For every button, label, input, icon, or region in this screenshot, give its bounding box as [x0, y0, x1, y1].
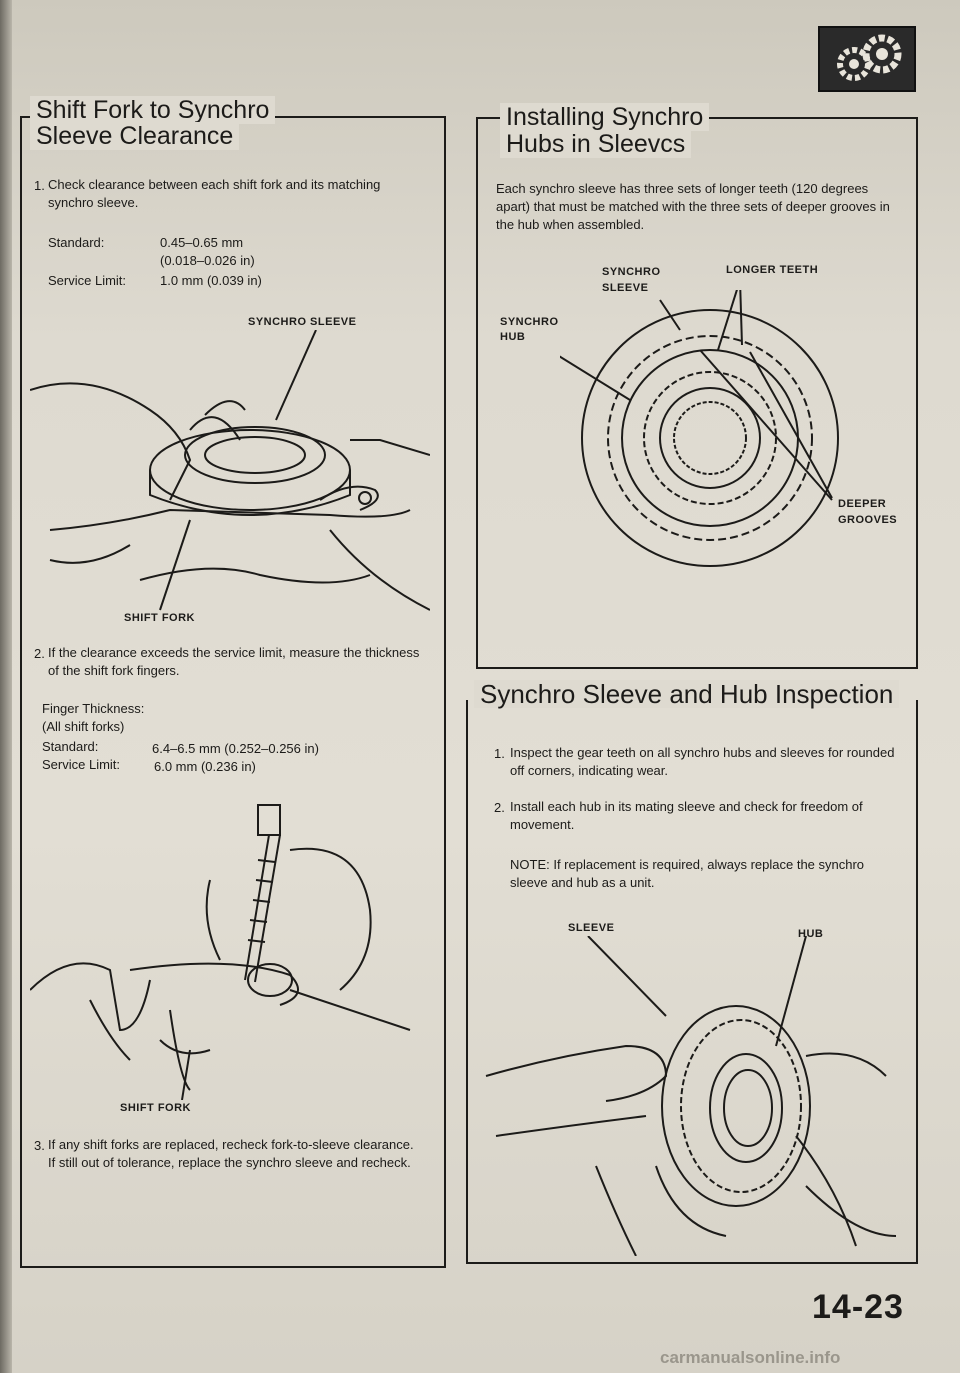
step-number: 1.: [34, 178, 45, 193]
label-deeper-grooves-1: DEEPER: [838, 498, 887, 510]
step1-text: Check clearance between each shift fork …: [48, 177, 381, 210]
step-number: 2.: [34, 646, 45, 661]
shift-fork-heading-line1: Shift Fork to Synchro: [30, 96, 276, 124]
hub-in-sleeve-inspection-illustration: [485, 936, 897, 1256]
step-number: 3.: [34, 1138, 45, 1153]
label-synchro-hub-2: HUB: [500, 331, 526, 343]
shift-fork-clearance-illustration: [30, 330, 430, 611]
label-synchro-sleeve-2: SLEEVE: [602, 282, 649, 294]
page-binding-edge: [0, 0, 12, 1373]
inspection-step1-text: Inspect the gear teeth on all synchro hu…: [510, 745, 895, 778]
step2-text: If the clearance exceeds the service lim…: [48, 645, 420, 678]
gears-icon: [818, 26, 916, 92]
service-limit-label: Service Limit:: [48, 273, 127, 288]
figure-label-shift-fork-2: SHIFT FORK: [120, 1102, 191, 1114]
standard-label: Standard:: [48, 235, 105, 250]
watermark: carmanualsonline.info: [660, 1348, 841, 1367]
step-number: 2.: [494, 800, 505, 815]
figure-label-synchro-sleeve: SYNCHRO SLEEVE: [248, 316, 357, 328]
finger-standard-value: 6.4–6.5 mm (0.252–0.256 in): [152, 741, 319, 756]
label-synchro-hub-1: SYNCHRO: [500, 316, 559, 328]
installing-body-text: Each synchro sleeve has three sets of lo…: [496, 181, 890, 232]
standard-value: 0.45–0.65 mm: [160, 235, 244, 250]
label-longer-teeth: LONGER TEETH: [726, 264, 819, 276]
shift-fork-heading-line2: Sleeve Clearance: [30, 122, 240, 150]
fork-finger-micrometer-illustration: [30, 804, 411, 1100]
label-sleeve: SLEEVE: [568, 922, 615, 934]
installing-heading-line2: Hubs in Sleevcs: [500, 130, 692, 158]
figure-label-shift-fork: SHIFT FORK: [124, 612, 195, 624]
inspection-note: NOTE: If replacement is required, always…: [510, 857, 865, 890]
finger-service-label: Service Limit:: [42, 757, 121, 772]
page-number: 14-23: [812, 1288, 904, 1326]
step-number: 1.: [494, 746, 505, 761]
inspection-section: [466, 700, 918, 1264]
label-deeper-grooves-2: GROOVES: [838, 514, 898, 526]
installing-heading-line1: Installing Synchro: [500, 103, 710, 131]
step3-text: If any shift forks are replaced, recheck…: [48, 1137, 414, 1170]
finger-thickness-label: Finger Thickness:: [42, 701, 145, 716]
label-hub: HUB: [798, 928, 824, 940]
service-limit-value: 1.0 mm (0.039 in): [160, 273, 262, 288]
label-synchro-sleeve-1: SYNCHRO: [602, 266, 661, 278]
finger-standard-label: Standard:: [42, 739, 99, 754]
synchro-hub-sleeve-diagram: [560, 290, 839, 567]
inspection-step2-text: Install each hub in its mating sleeve an…: [510, 799, 863, 832]
standard-value-in: (0.018–0.026 in): [160, 253, 255, 268]
finger-service-value: 6.0 mm (0.236 in): [154, 759, 256, 774]
all-shift-forks-label: (All shift forks): [42, 719, 125, 734]
inspection-heading: Synchro Sleeve and Hub Inspection: [474, 680, 900, 708]
